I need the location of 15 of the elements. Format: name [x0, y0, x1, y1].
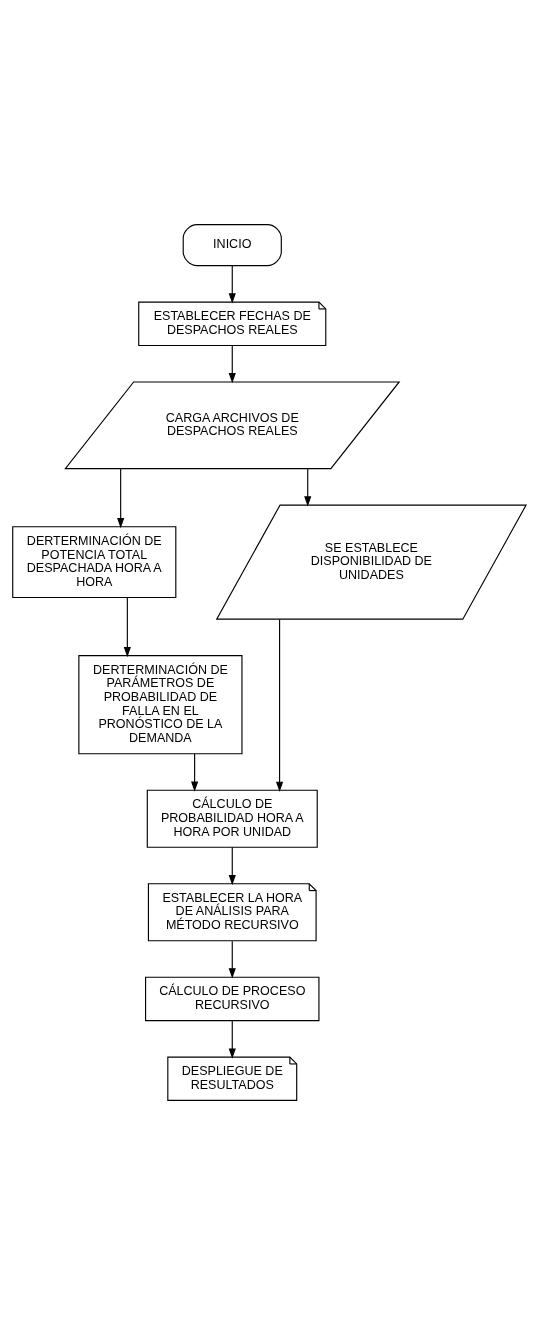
- arrow: [117, 468, 125, 529]
- arrow: [228, 345, 236, 384]
- node-box: DERTERMINACIÓN DE PARÁMETROS DE PROBABILIDAD DE FALLA EN EL PRONÓSTICO DE LA DEMANDA: [78, 655, 243, 755]
- arrow: [191, 753, 199, 792]
- node-box: DERTERMINACIÓN DE POTENCIA TOTAL DESPACHADA HORA A HORA: [12, 526, 177, 599]
- arrow: [123, 597, 131, 658]
- arrow: [228, 940, 236, 979]
- arrow: [228, 1020, 236, 1059]
- arrow: [228, 846, 236, 886]
- node-box: CÁLCULO DE PROCESO RECURSIVO: [145, 976, 320, 1022]
- arrow: [304, 468, 312, 507]
- node-box: INICIO: [182, 224, 282, 267]
- arrow: [276, 618, 284, 792]
- node-box: CÁLCULO DE PROBABILIDAD HORA A HORA POR UNIDAD: [146, 789, 318, 848]
- arrow: [228, 265, 236, 304]
